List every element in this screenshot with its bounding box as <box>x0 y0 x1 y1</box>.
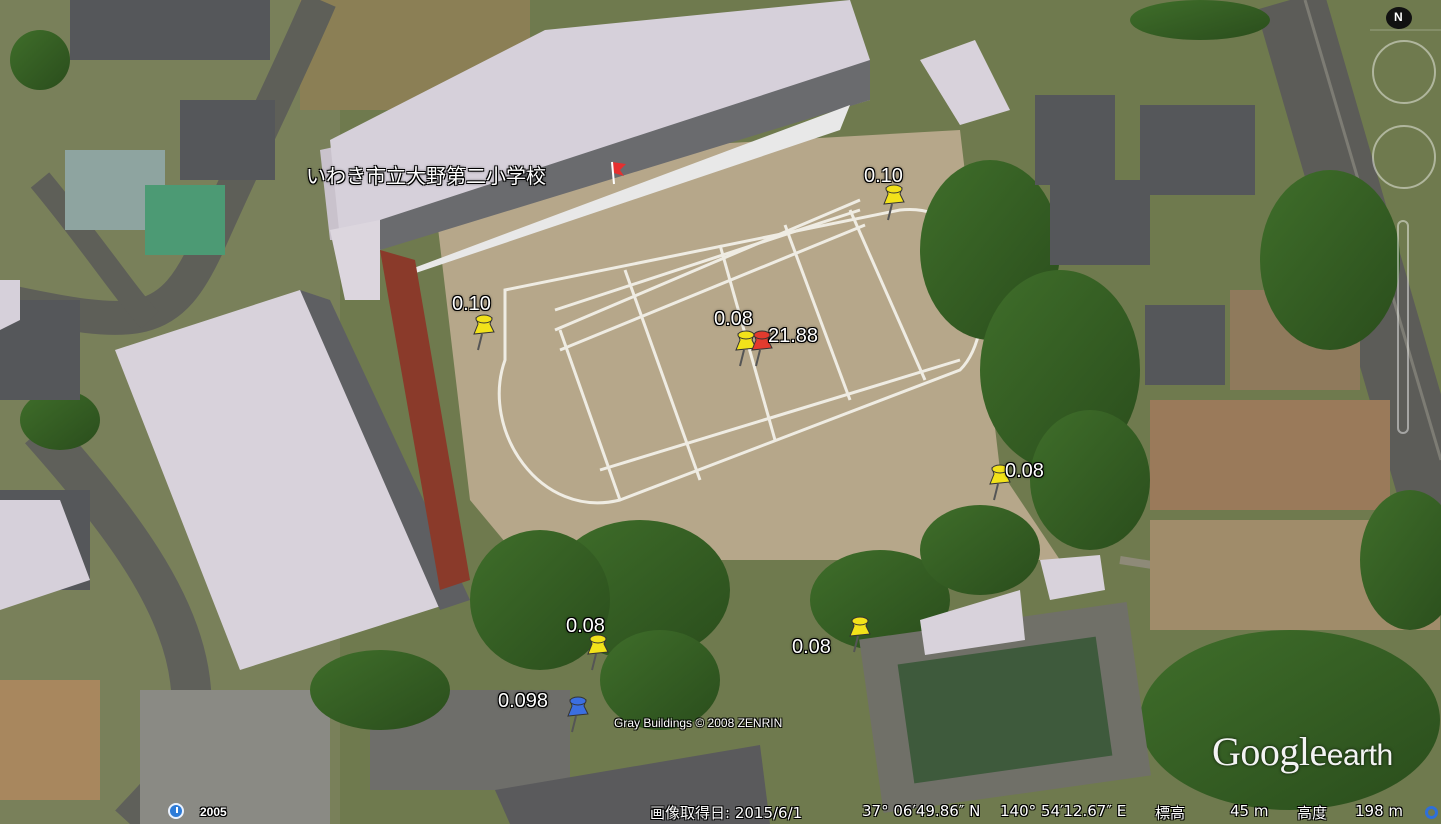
historical-imagery-year: 2005 <box>200 805 227 819</box>
pushpin-icon[interactable] <box>564 694 592 734</box>
pushpin-icon[interactable] <box>846 614 874 654</box>
zoom-indicator-icon <box>1425 806 1438 819</box>
placemark-label[interactable]: いわき市立大野第二小学校 <box>306 164 546 188</box>
zoom-slider[interactable] <box>1397 220 1409 434</box>
marker-label[interactable]: 0.08 <box>792 636 831 658</box>
marker-label[interactable]: 0.10 <box>452 293 491 315</box>
marker-label[interactable]: 0.10 <box>864 165 903 187</box>
pushpin-icon[interactable] <box>748 328 776 368</box>
historical-imagery-clock-icon[interactable] <box>168 803 184 819</box>
pushpin-icon[interactable] <box>986 462 1014 502</box>
marker-label[interactable]: 0.098 <box>498 690 549 712</box>
pushpin-icon[interactable] <box>880 182 908 222</box>
google-earth-logo: Googleearth <box>1212 729 1393 774</box>
marker-label[interactable]: 0.08 <box>714 308 753 330</box>
compass-icon[interactable] <box>1386 7 1412 29</box>
elevation-label: 標高 <box>1155 804 1186 822</box>
pushpin-icon[interactable] <box>470 312 498 352</box>
marker-label[interactable]: 0.08 <box>1005 460 1044 482</box>
pushpin-icon[interactable] <box>584 632 612 672</box>
latitude-readout: 37° 06′49.86″ N <box>862 802 981 820</box>
imagery-copyright: Gray Buildings © 2008 ZENRIN <box>614 716 783 730</box>
altitude-value: 198 m <box>1355 802 1404 820</box>
altitude-label: 高度 <box>1297 804 1328 822</box>
placemark-flag-icon[interactable] <box>608 158 628 186</box>
look-joystick[interactable] <box>1372 40 1436 104</box>
marker-label[interactable]: 21.88 <box>768 325 819 347</box>
imagery-date: 画像取得日: 2015/6/1 <box>650 804 803 822</box>
marker-label[interactable]: 0.08 <box>566 615 605 637</box>
move-joystick[interactable] <box>1372 125 1436 189</box>
compass-north-label: N <box>1394 10 1403 24</box>
longitude-readout: 140° 54′12.67″ E <box>1000 802 1127 820</box>
elevation-value: 45 m <box>1230 802 1269 820</box>
